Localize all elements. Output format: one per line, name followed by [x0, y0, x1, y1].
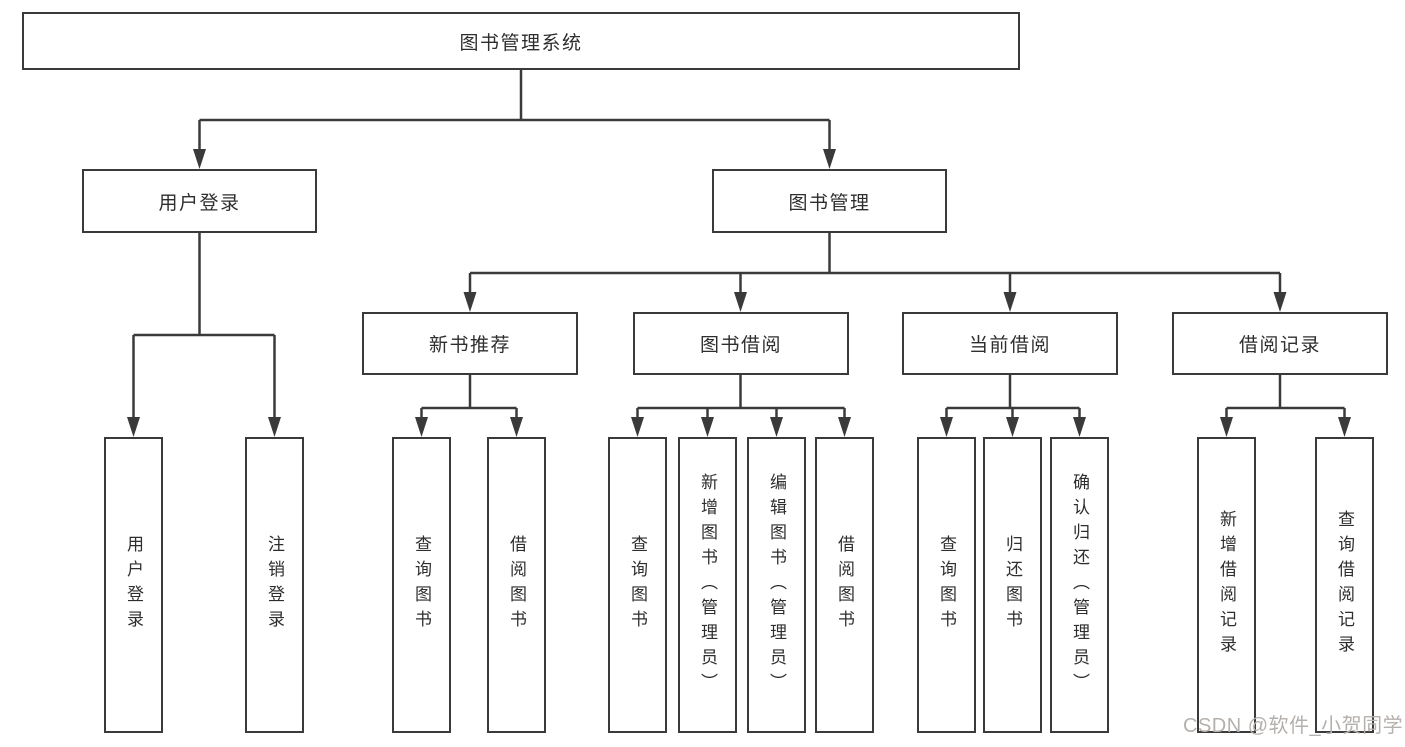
leaf-current-query-books-label: 查询图书 — [937, 535, 956, 635]
leaf-newbook-query-books-label: 查询图书 — [412, 535, 431, 635]
leaf-current-confirm-return-admin: 确认归还（管理员） — [1050, 437, 1109, 733]
leaf-borrowing-add-books-admin-label: 新增图书（管理员） — [698, 472, 717, 698]
node-borrowing-records: 借阅记录 — [1172, 312, 1388, 375]
arrowheads — [127, 149, 1351, 437]
leaf-logout-label: 注销登录 — [265, 535, 284, 635]
node-user-login-label: 用户登录 — [158, 192, 241, 214]
leaf-current-return-books: 归还图书 — [983, 437, 1042, 733]
node-current-borrowing: 当前借阅 — [902, 312, 1118, 375]
leaf-borrowing-borrow-books-label: 借阅图书 — [835, 535, 854, 635]
leaf-records-query-record-label: 查询借阅记录 — [1335, 510, 1354, 660]
node-system-root: 图书管理系统 — [22, 12, 1020, 70]
node-current-borrowing-label: 当前借阅 — [968, 335, 1051, 356]
leaf-borrowing-edit-books-admin-label: 编辑图书（管理员） — [767, 472, 786, 698]
node-book-management-label: 图书管理 — [788, 192, 871, 214]
csdn-watermark: CSDN @软件_小贺同学 — [1183, 715, 1404, 737]
leaf-newbook-borrow-books-label: 借阅图书 — [507, 535, 526, 635]
leaf-newbook-borrow-books: 借阅图书 — [487, 437, 546, 733]
leaf-borrowing-borrow-books: 借阅图书 — [815, 437, 874, 733]
leaf-records-add-record: 新增借阅记录 — [1197, 437, 1256, 733]
leaf-newbook-query-books: 查询图书 — [392, 437, 451, 733]
leaf-records-query-record: 查询借阅记录 — [1315, 437, 1374, 733]
leaf-borrowing-query-books: 查询图书 — [608, 437, 667, 733]
leaf-current-return-books-label: 归还图书 — [1003, 535, 1022, 635]
node-book-management: 图书管理 — [712, 169, 947, 233]
node-book-borrowing: 图书借阅 — [633, 312, 849, 375]
leaf-current-query-books: 查询图书 — [917, 437, 976, 733]
leaf-borrowing-query-books-label: 查询图书 — [628, 535, 647, 635]
node-new-book-recommend-label: 新书推荐 — [428, 335, 511, 356]
leaf-records-add-record-label: 新增借阅记录 — [1217, 510, 1236, 660]
node-user-login: 用户登录 — [82, 169, 317, 233]
node-borrowing-records-label: 借阅记录 — [1238, 335, 1321, 356]
node-new-book-recommend: 新书推荐 — [362, 312, 578, 375]
leaf-logout: 注销登录 — [245, 437, 304, 733]
leaf-borrowing-edit-books-admin: 编辑图书（管理员） — [747, 437, 806, 733]
leaf-user-login-label: 用户登录 — [124, 535, 143, 635]
leaf-user-login: 用户登录 — [104, 437, 163, 733]
leaf-current-confirm-return-admin-label: 确认归还（管理员） — [1070, 472, 1089, 698]
leaf-borrowing-add-books-admin: 新增图书（管理员） — [678, 437, 737, 733]
node-system-root-label: 图书管理系统 — [459, 32, 583, 54]
node-book-borrowing-label: 图书借阅 — [699, 335, 782, 356]
